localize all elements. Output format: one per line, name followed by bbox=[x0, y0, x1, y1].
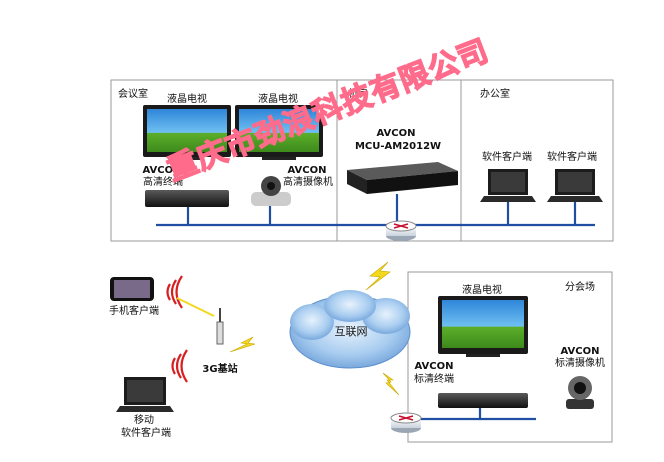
room-label-meeting: 会议室 bbox=[118, 89, 148, 100]
laptop-mobile-icon bbox=[116, 377, 174, 412]
tv-3-label: 液晶电视 bbox=[462, 285, 502, 296]
base-station-label: 3G基站 bbox=[202, 364, 238, 375]
mobile-client-label: 手机客户端 bbox=[109, 306, 159, 317]
hd-terminal-label: 高清终端 bbox=[143, 177, 183, 188]
signal-arcs bbox=[166, 275, 188, 383]
sd-camera-icon bbox=[566, 376, 594, 409]
laptop-1-icon bbox=[480, 169, 536, 202]
tv-2-label: 液晶电视 bbox=[258, 94, 298, 105]
sd-terminal-label: 标清终端 bbox=[414, 374, 454, 385]
sd-camera-label: 标清摄像机 bbox=[555, 358, 605, 369]
top-rooms-frame bbox=[110, 79, 614, 242]
hd-camera-icon bbox=[251, 176, 291, 206]
mobile-soft-label-1: 移动 bbox=[134, 415, 154, 426]
room-label-branch: 分会场 bbox=[565, 282, 595, 293]
tv-3-icon bbox=[438, 296, 528, 357]
sd-terminal-brand: AVCON bbox=[414, 361, 454, 372]
hd-camera-label: 高清摄像机 bbox=[283, 177, 333, 188]
soft-client-2-label: 软件客户端 bbox=[547, 152, 597, 163]
internet-label: 互联网 bbox=[334, 325, 368, 338]
room-label-server: 机房 bbox=[348, 89, 368, 100]
router-bottom-icon bbox=[390, 412, 422, 433]
mcu-model: MCU-AM2012W bbox=[354, 141, 442, 152]
lightning-links bbox=[229, 261, 400, 396]
room-label-office: 办公室 bbox=[480, 89, 510, 100]
soft-client-1-label: 软件客户端 bbox=[482, 152, 532, 163]
phone-link bbox=[176, 297, 215, 317]
internet-cloud-icon bbox=[289, 290, 411, 369]
laptop-2-icon bbox=[547, 169, 603, 202]
mcu-brand: AVCON bbox=[376, 128, 416, 139]
branch-room-frame bbox=[407, 271, 613, 443]
hd-terminal-icon bbox=[145, 190, 229, 207]
antenna-icon bbox=[216, 308, 224, 345]
hd-terminal-brand: AVCON bbox=[142, 165, 182, 176]
network-links bbox=[156, 194, 595, 421]
mcu-server-icon bbox=[347, 162, 458, 194]
phone-icon bbox=[110, 277, 154, 301]
mobile-soft-label-2: 软件客户端 bbox=[121, 428, 171, 439]
sd-camera-brand: AVCON bbox=[560, 346, 600, 357]
router-top-icon bbox=[385, 220, 417, 241]
hd-camera-brand: AVCON bbox=[287, 165, 327, 176]
tv-1-label: 液晶电视 bbox=[167, 94, 207, 105]
tv-1-icon bbox=[143, 105, 231, 160]
sd-terminal-icon bbox=[438, 393, 528, 408]
tv-2-icon bbox=[235, 105, 323, 160]
